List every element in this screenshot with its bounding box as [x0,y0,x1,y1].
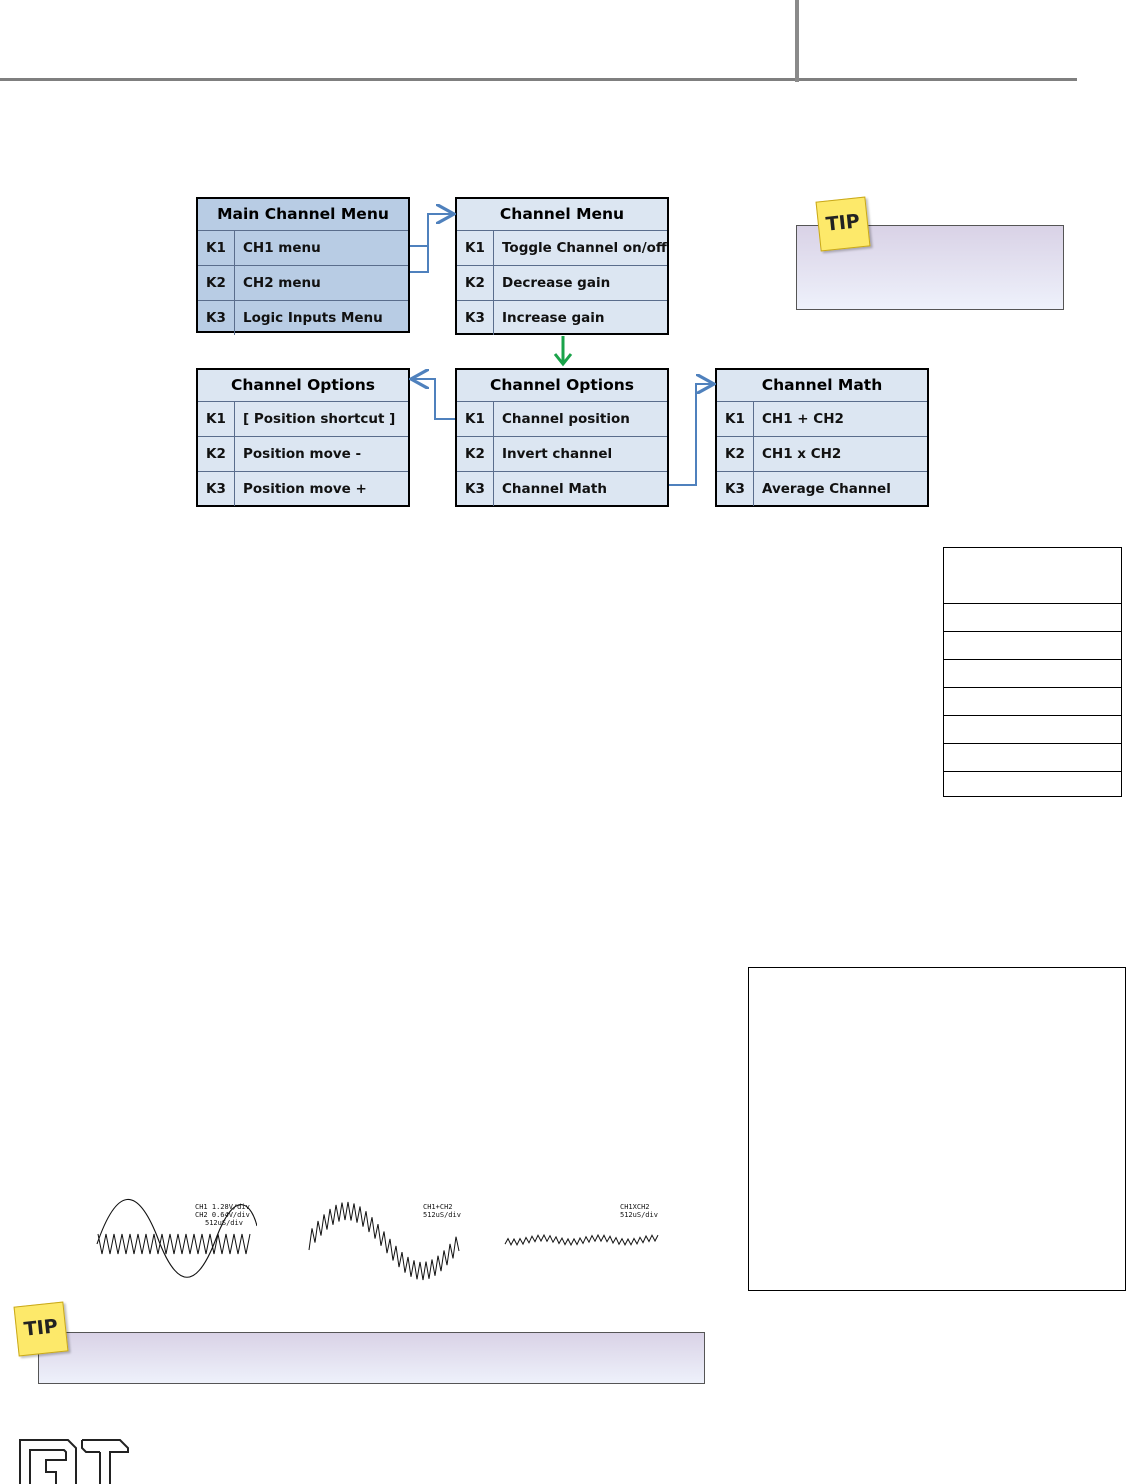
menu-title: Channel Options [198,370,408,402]
trace-product [504,1233,659,1247]
side-table-row [944,772,1121,799]
channel-options-position-menu: Channel Options K1[ Position shortcut ] … [196,368,410,507]
row-label: Toggle Channel on/off [502,240,667,256]
row-label: CH2 menu [243,275,321,291]
menu-row: K3 Position move + [198,472,408,506]
menu-row: K2 Decrease gain [457,266,667,301]
key-label: K2 [457,266,494,300]
side-table [943,547,1122,797]
key-label: K3 [457,472,494,506]
menu-title: Channel Options [457,370,667,402]
key-label: K3 [717,472,754,506]
menu-row: K1 CH1 menu [198,231,408,266]
scope-label: 512uS/div [620,1211,658,1219]
row-label: Position move - [243,446,362,462]
side-table-row [944,744,1121,772]
arrow-options-to-math [669,384,712,486]
scope-label: 512uS/div [205,1219,243,1227]
key-label: K1 [198,231,235,265]
arrow-ch2-connector [410,246,429,273]
trace-ch2-fast [97,1233,251,1255]
row-label: Position move + [243,481,367,497]
row-label: Logic Inputs Menu [243,310,383,326]
scope-product: CH1XCH2 512uS/div [504,1203,659,1247]
arrow-main-to-channel [410,214,452,247]
menu-row: K1 Toggle Channel on/off [457,231,667,266]
key-label: K2 [198,437,235,471]
key-label: K1 [198,402,235,436]
row-label: CH1 menu [243,240,321,256]
header-divider [795,0,799,82]
menu-row: K2 CH2 menu [198,266,408,301]
menu-row: K3 Average Channel [717,472,927,506]
row-label: Invert channel [502,446,613,462]
menu-title: Channel Menu [457,199,667,231]
tip-note-icon: TIP [13,1301,69,1357]
menu-row: K1 [ Position shortcut ] [198,402,408,437]
row-label: Channel position [502,411,630,427]
side-table-row [944,632,1121,660]
header-rule [0,78,1077,81]
scope-label: CH1XCH2 [620,1203,650,1211]
tip-note-icon: TIP [815,196,871,252]
key-label: K2 [457,437,494,471]
key-label: K3 [198,301,235,335]
menu-row: K2 Position move - [198,437,408,472]
menu-row: K2 Invert channel [457,437,667,472]
key-label: K1 [457,231,494,265]
channel-options-menu: Channel Options K1 Channel position K2 Inv… [455,368,669,507]
menu-row: K2 CH1 x CH2 [717,437,927,472]
menu-row: K3 Logic Inputs Menu [198,301,408,335]
row-label: Average Channel [762,481,891,497]
scope-label: 512uS/div [423,1211,461,1219]
side-table-row [944,604,1121,632]
scope-ch1-ch2: CH1 1.28V/div CH2 0.64V/div 512uS/div [96,1198,257,1278]
scope-label: CH2 0.64V/div [195,1211,250,1219]
tip-box-bottom [38,1332,705,1384]
menu-row: K1 Channel position [457,402,667,437]
row-label: Channel Math [502,481,607,497]
key-label: K2 [717,437,754,471]
row-label: [ Position shortcut ] [243,411,396,427]
arrow-options-to-position [413,379,455,420]
channel-math-menu: Channel Math K1 CH1 + CH2 K2 CH1 x CH2 K3 A… [715,368,929,507]
arrow-head-green [553,353,573,367]
scope-label: CH1+CH2 [423,1203,453,1211]
menu-title: Channel Math [717,370,927,402]
side-table-row [944,688,1121,716]
side-table-row [944,660,1121,688]
key-label: K1 [457,402,494,436]
trace-sum [308,1201,460,1281]
row-label: Increase gain [502,310,605,326]
scope-sum: CH1+CH2 512uS/div [308,1201,461,1281]
menu-row: K3 Increase gain [457,301,667,335]
channel-menu: Channel Menu K1 Toggle Channel on/off K2 D… [455,197,669,335]
key-label: K1 [717,402,754,436]
row-label: Decrease gain [502,275,611,291]
menu-row: K1 CH1 + CH2 [717,402,927,437]
content-frame [748,967,1126,1291]
row-label: CH1 x CH2 [762,446,842,462]
menu-row: K3 Channel Math [457,472,667,506]
row-label: CH1 + CH2 [762,411,844,427]
trace-ch1-sine [96,1198,257,1278]
scope-label: CH1 1.28V/div [195,1203,250,1211]
company-logo [19,1439,129,1484]
key-label: K2 [198,266,235,300]
key-label: K3 [198,472,235,506]
menu-connectors [0,0,1127,486]
side-table-header [944,548,1121,604]
menu-title: Main Channel Menu [198,199,408,231]
side-table-row [944,716,1121,744]
key-label: K3 [457,301,494,335]
